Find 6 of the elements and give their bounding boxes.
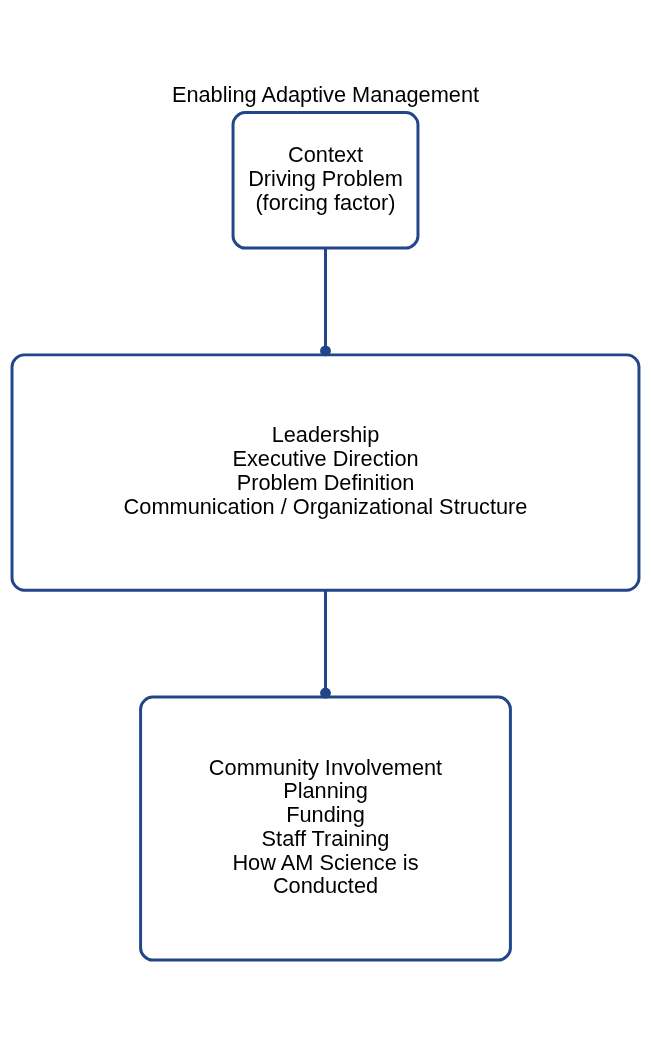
diagram-title: Enabling Adaptive Management — [171, 82, 480, 108]
connector — [320, 248, 331, 357]
node-box: Community Involvement Planning Funding Staff Training How AM Science is Conducted — [139, 695, 512, 962]
node-box: Leadership Executive Direction Problem Definition Communication / Organizational Structure — [10, 353, 641, 592]
connector — [320, 590, 331, 699]
node-box: Context Driving Problem (forcing factor) — [231, 111, 420, 250]
